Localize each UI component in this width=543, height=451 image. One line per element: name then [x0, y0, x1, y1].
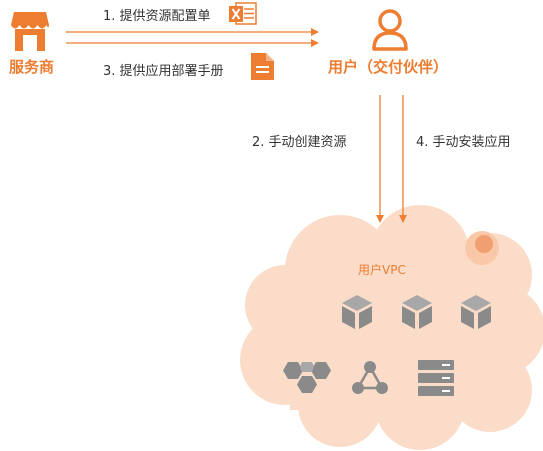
- server-rack-icon: [418, 360, 454, 396]
- cube-icon: [342, 295, 372, 329]
- document-file-icon: [251, 53, 274, 80]
- storefront-icon: [11, 12, 49, 51]
- provider-label: 服务商: [9, 58, 55, 76]
- hexagon-cluster-icon: [283, 362, 331, 393]
- step-2-label: 2. 手动创建资源: [252, 135, 347, 150]
- status-glow-icon: [465, 231, 499, 265]
- vpc-cloud: [240, 205, 543, 450]
- network-topology-icon: [352, 361, 388, 394]
- vpc-label: 用户VPC: [358, 263, 406, 277]
- step-1-label: 1. 提供资源配置单: [103, 9, 211, 24]
- excel-file-icon: [229, 2, 257, 25]
- step-4-label: 4. 手动安装应用: [416, 135, 511, 150]
- user-label: 用户（交付伙伴）: [328, 58, 449, 76]
- cube-icon: [402, 295, 432, 329]
- cube-icon: [461, 295, 491, 329]
- arrows: [66, 28, 407, 223]
- user-icon: [372, 9, 408, 51]
- step-3-label: 3. 提供应用部署手册: [103, 64, 224, 79]
